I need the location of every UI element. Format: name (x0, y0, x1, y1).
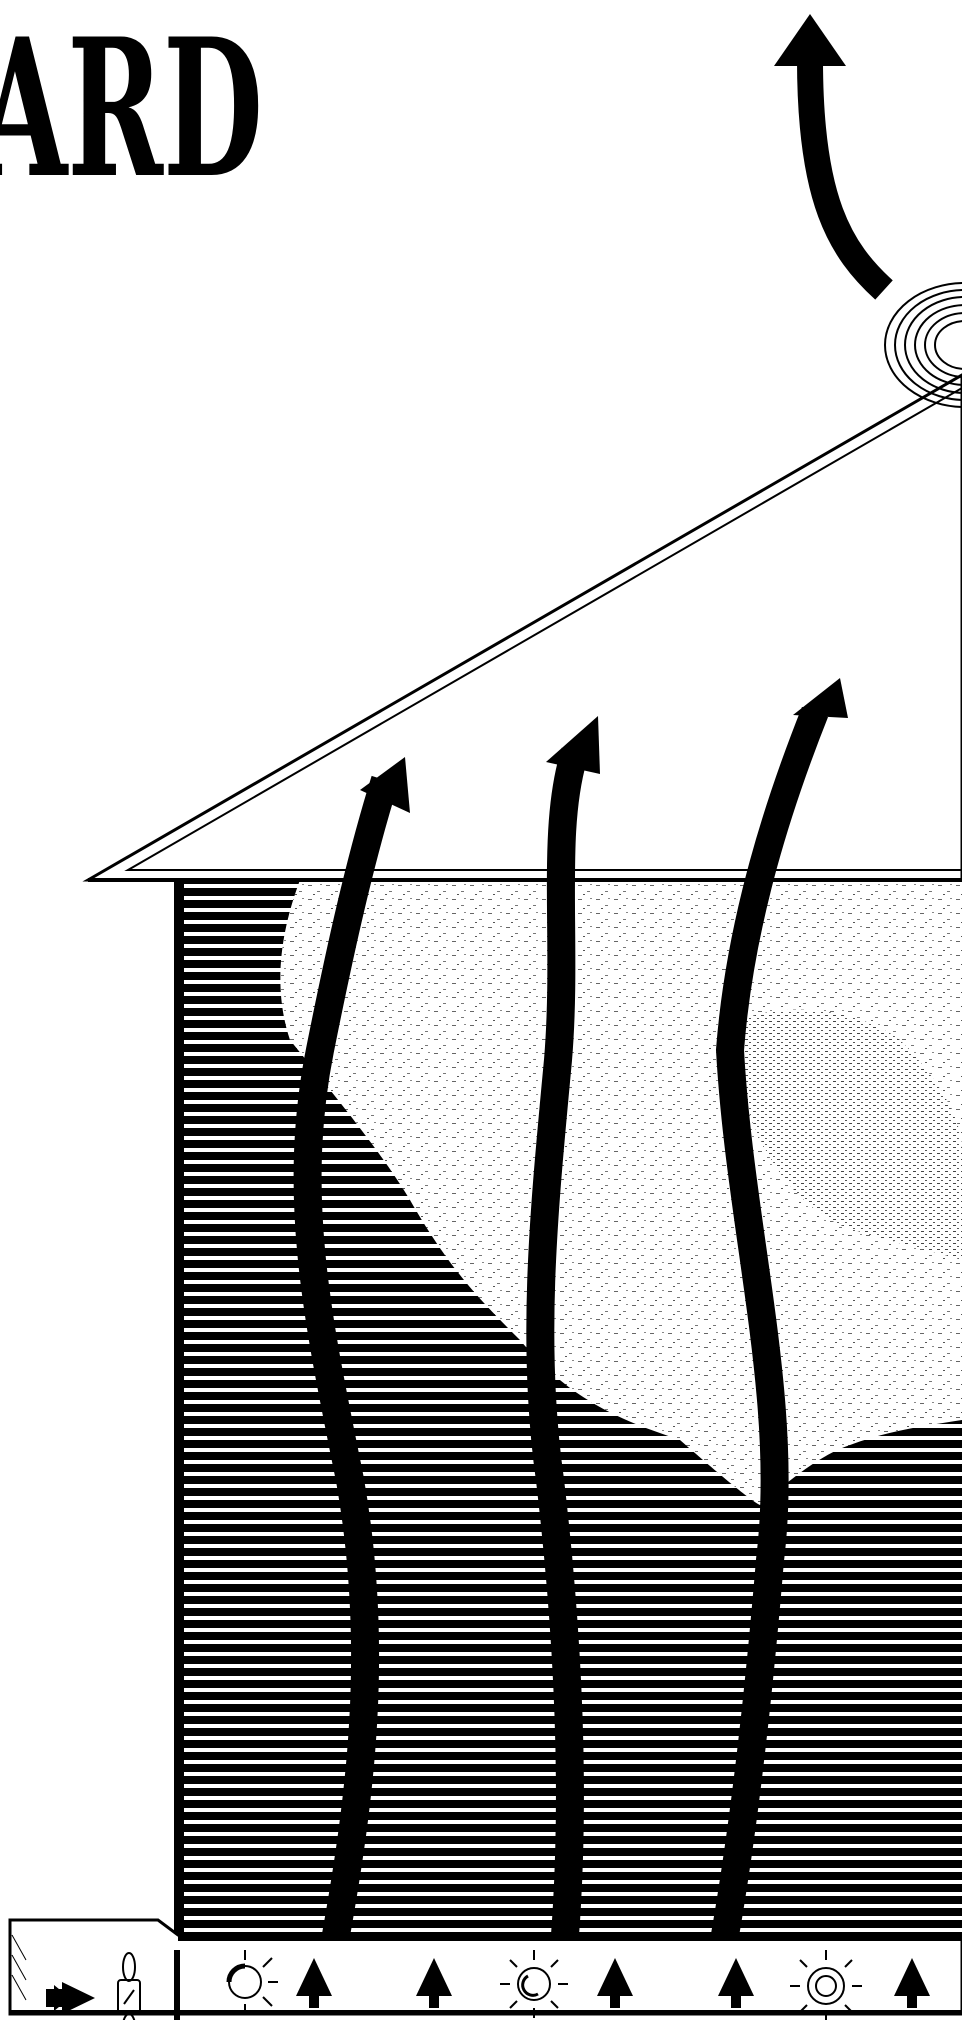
floor-divider (174, 1950, 180, 2020)
poster-title: ARD (0, 0, 263, 220)
chimney-exhaust-arrow (774, 14, 884, 290)
roof (88, 375, 962, 880)
house-wall (88, 878, 962, 1935)
floor-strip (10, 1920, 962, 2015)
